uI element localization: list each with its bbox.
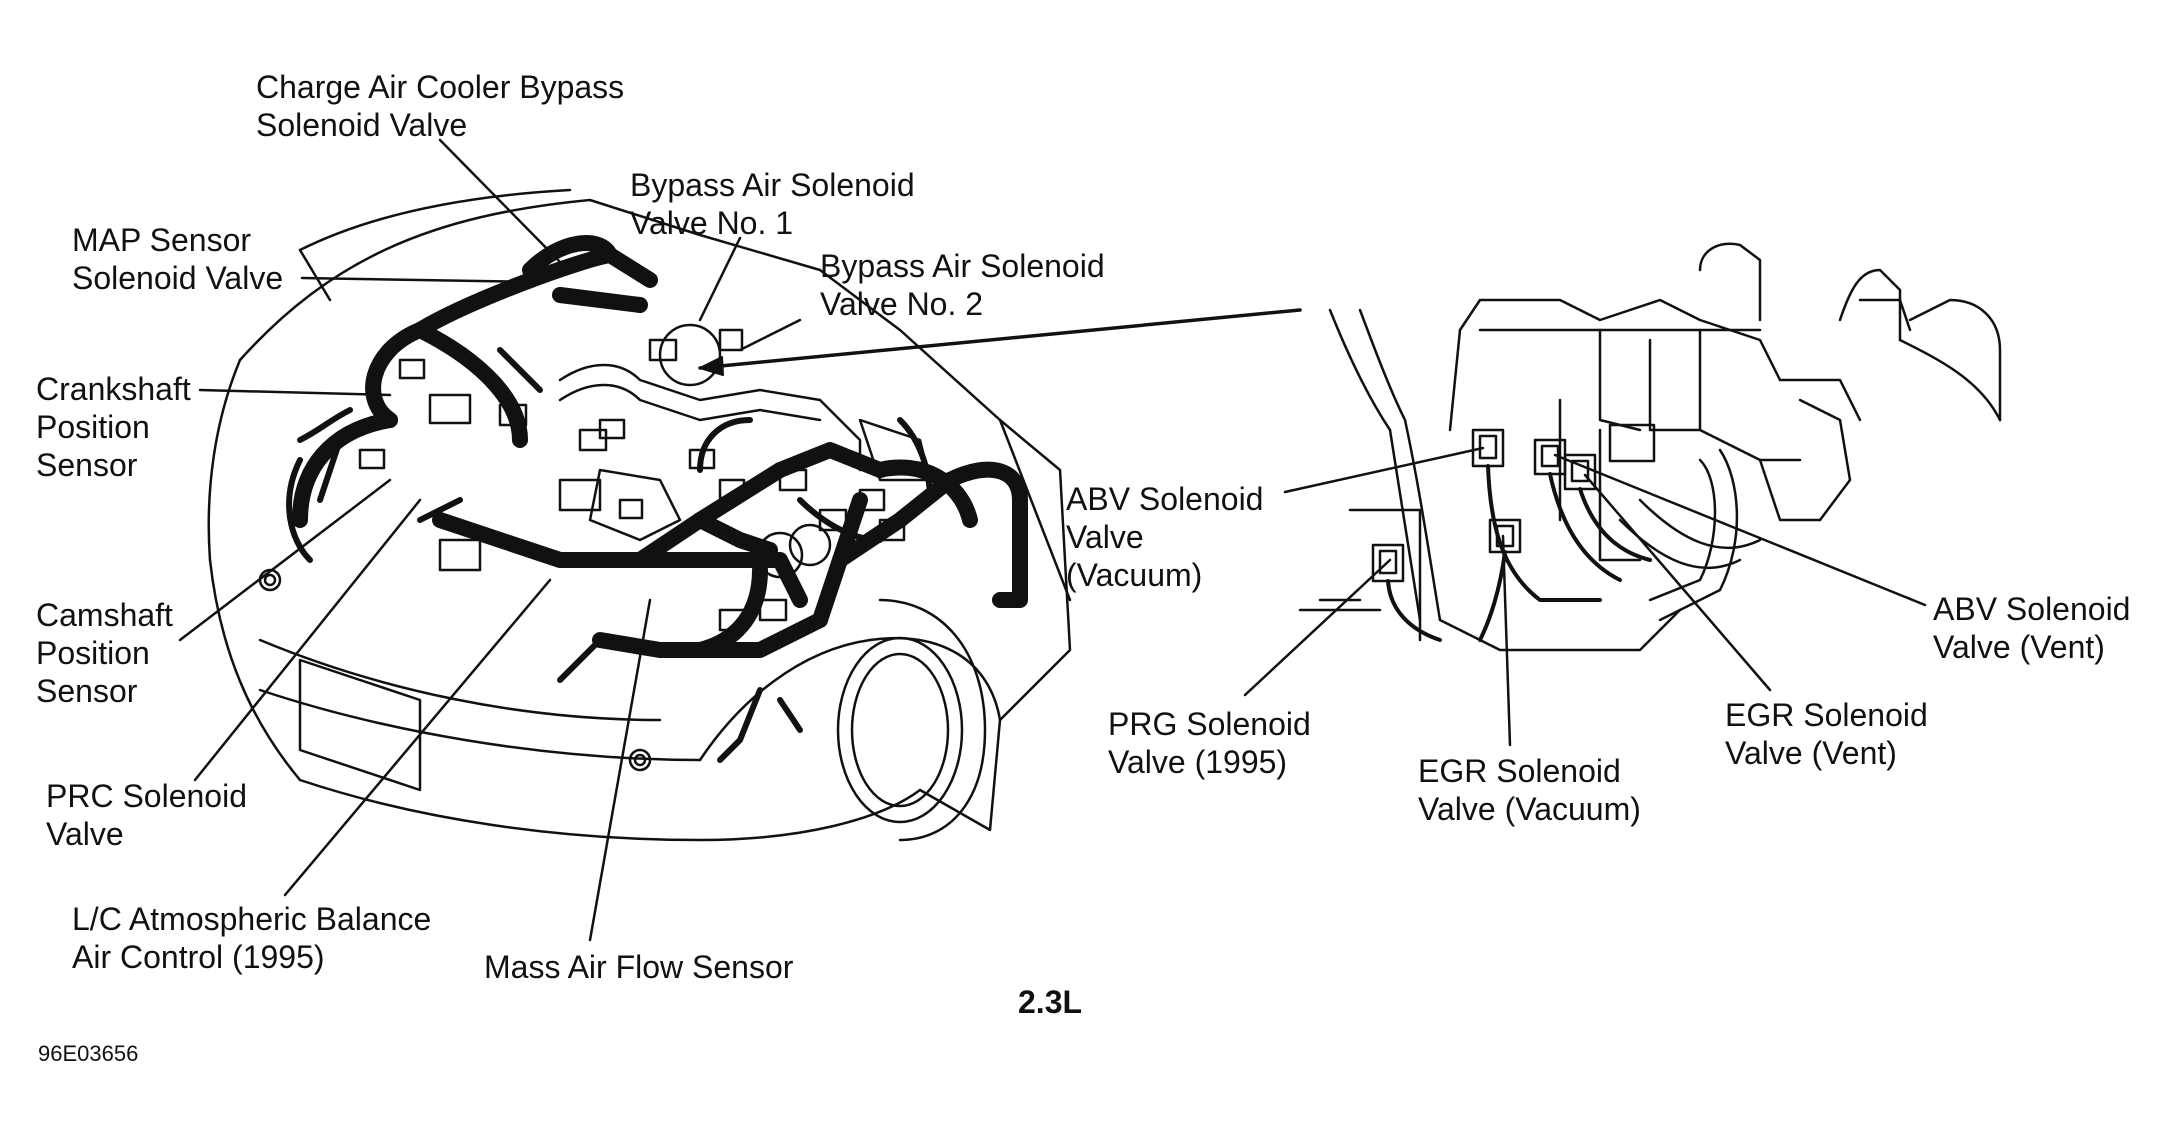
label-bypass-air-valve-1: Bypass Air Solenoid Valve No. 1 [630,166,915,242]
detail-arrow-head [699,356,724,376]
label-line: Sensor [36,673,138,709]
label-charge-air-cooler-bypass: Charge Air Cooler Bypass Solenoid Valve [256,68,624,144]
leader-lines [178,138,1927,942]
car-body [207,188,1072,842]
label-line: (Vacuum) [1066,557,1203,593]
engine-components [358,323,932,632]
label-line: ABV Solenoid [1933,591,2131,627]
label-line: PRC Solenoid [46,778,247,814]
label-prg-solenoid: PRG Solenoid Valve (1995) [1108,705,1311,781]
wiring-harness-thin [286,347,933,763]
label-line: Solenoid Valve [256,107,468,143]
label-abv-vent: ABV Solenoid Valve (Vent) [1933,590,2130,666]
label-mass-air-flow: Mass Air Flow Sensor [484,948,793,986]
label-line: MAP Sensor [72,222,252,258]
label-line: Position [36,409,150,445]
label-abv-vacuum: ABV Solenoid Valve (Vacuum) [1066,480,1263,594]
label-prc-solenoid: PRC Solenoid Valve [46,777,247,853]
label-line: Valve (1995) [1108,744,1288,780]
label-line: Air Control (1995) [72,939,325,975]
label-crankshaft-sensor: Crankshaft Position Sensor [36,370,191,484]
label-line: Valve [1066,519,1144,555]
label-line: Bypass Air Solenoid [820,248,1105,284]
label-map-sensor: MAP Sensor Solenoid Valve [72,221,283,297]
label-line: Solenoid Valve [72,260,284,296]
label-line: Charge Air Cooler Bypass [256,69,625,105]
label-line: Crankshaft [36,371,191,407]
label-line: Bypass Air Solenoid [630,167,915,203]
label-line: Valve (Vent) [1933,629,2105,665]
label-line: Camshaft [36,597,173,633]
label-line: Valve (Vacuum) [1418,791,1641,827]
label-lc-atmospheric-balance: L/C Atmospheric Balance Air Control (199… [72,900,431,976]
label-line: L/C Atmospheric Balance [72,901,432,937]
label-line: Position [36,635,150,671]
label-line: EGR Solenoid [1725,697,1928,733]
detail-view [1298,242,2002,652]
label-line: PRG Solenoid [1108,706,1311,742]
wiring-harness [292,235,1028,658]
label-line: ABV Solenoid [1066,481,1264,517]
label-line: Mass Air Flow Sensor [484,949,794,985]
figure-id: 96E03656 [38,1041,139,1066]
label-line: EGR Solenoid [1418,753,1621,789]
label-egr-vacuum: EGR Solenoid Valve (Vacuum) [1418,752,1641,828]
label-line: Valve No. 1 [630,205,794,241]
label-line: Valve No. 2 [820,286,984,322]
label-egr-vent: EGR Solenoid Valve (Vent) [1725,696,1928,772]
label-bypass-air-valve-2: Bypass Air Solenoid Valve No. 2 [820,247,1105,323]
label-line: Valve [46,816,124,852]
engine-size-label: 2.3L [1018,984,1083,1020]
label-line: Valve (Vent) [1725,735,1897,771]
label-camshaft-sensor: Camshaft Position Sensor [36,596,173,710]
label-line: Sensor [36,447,138,483]
